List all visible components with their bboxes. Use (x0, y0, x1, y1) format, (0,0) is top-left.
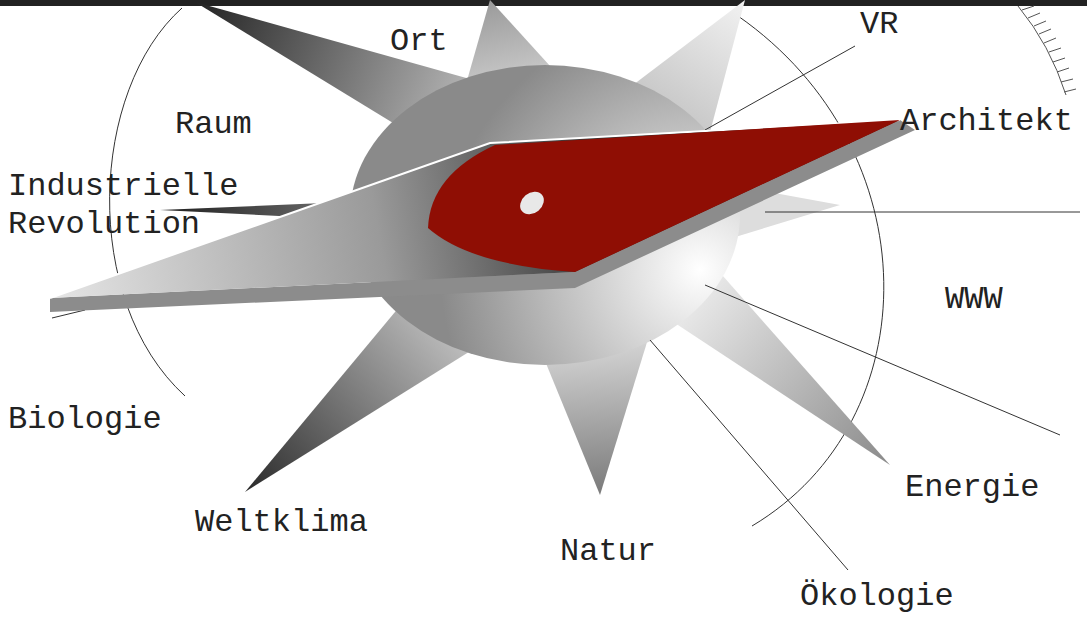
topic-label: Natur (560, 533, 656, 571)
topic-label: Biologie (8, 401, 162, 439)
topic-label: Architekt (900, 103, 1073, 141)
topic-label: Raum (175, 106, 252, 144)
topic-label: Weltklima (195, 504, 368, 542)
topic-label: Energie (905, 469, 1039, 507)
topic-label: WWW (945, 281, 1003, 319)
topic-label: Industrielle Revolution (8, 168, 258, 244)
topic-label: Ort (390, 23, 448, 61)
topic-label: Ökologie (800, 578, 954, 616)
topic-label: VR (860, 6, 898, 44)
